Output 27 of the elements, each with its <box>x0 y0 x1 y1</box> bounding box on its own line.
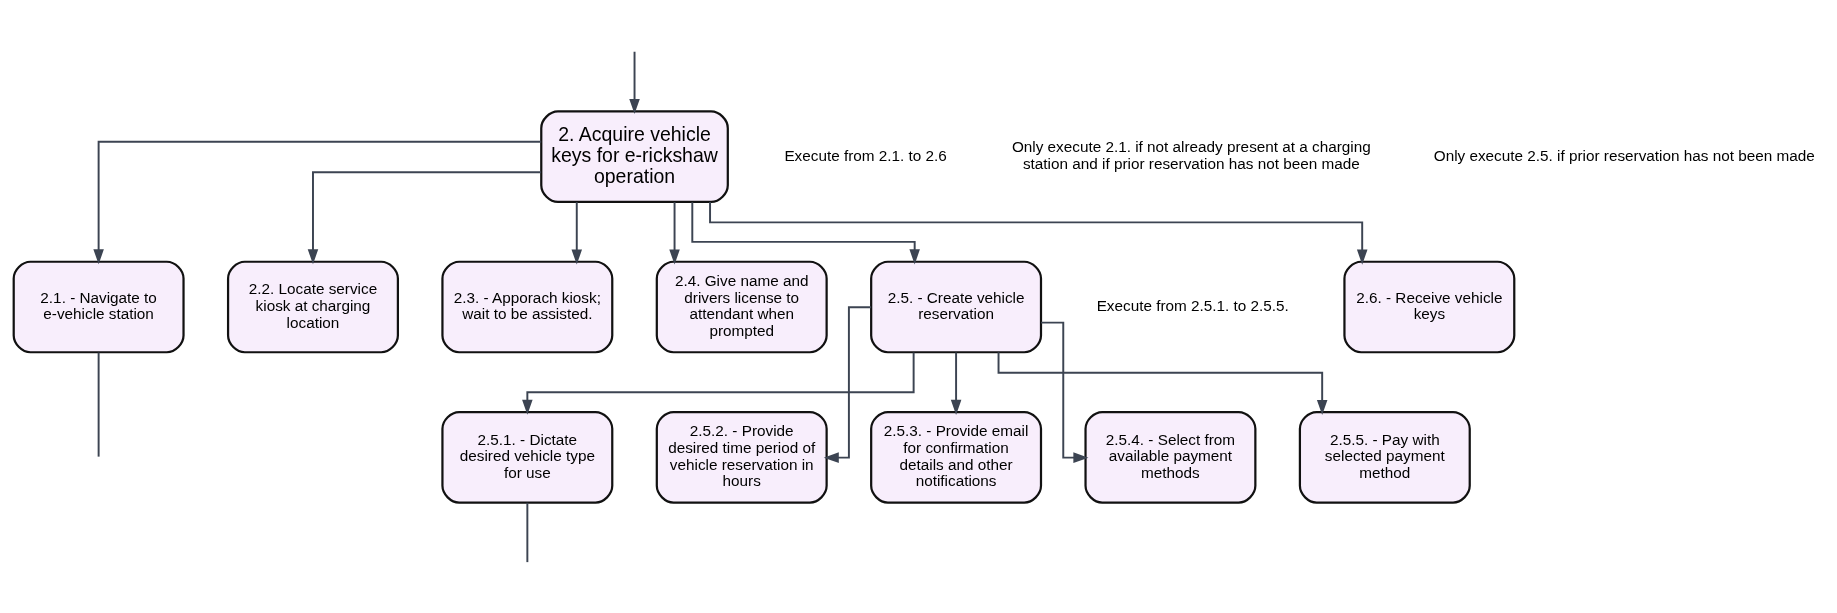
arrow <box>691 200 920 264</box>
arrow <box>522 351 915 415</box>
connector <box>526 501 529 563</box>
node-box: 2.5.3. - Provide email for confirmation details and other notifications <box>870 410 1043 504</box>
label: Execute from 2.5.1. to 2.5.5. <box>1096 296 1289 314</box>
arrow <box>950 351 962 415</box>
arrow <box>307 170 543 264</box>
label: Only execute 2.1. if not already present at a charging station and if prior reservation has not been made <box>1011 137 1371 172</box>
arrow <box>709 200 1368 265</box>
label: Only execute 2.5. if prior reservation has not been made <box>1433 146 1815 164</box>
node-box: 2.5.5. - Pay with selected payment method <box>1298 410 1471 504</box>
node-box: 2. Acquire vehicle keys for e-rickshaw operation <box>540 109 729 203</box>
node-box: 2.5. - Create vehicle reservation <box>870 260 1043 353</box>
node-box: 2.4. Give name and drivers license to attendant when prompted <box>655 260 828 353</box>
arrow <box>93 140 543 264</box>
node-box: 2.5.4. - Select from available payment methods <box>1084 410 1257 504</box>
node-box: 2.6. - Receive vehicle keys <box>1343 260 1516 353</box>
node-box: 2.2. Locate service kiosk at charging location <box>226 260 399 353</box>
label: Execute from 2.1. to 2.6 <box>784 146 947 164</box>
node-box: 2.1. - Navigate to e-vehicle station <box>12 260 185 353</box>
arrow <box>629 50 640 114</box>
connector <box>97 351 100 458</box>
arrow <box>571 200 583 265</box>
node-box: 2.5.2. - Provide desired time period of vehicle reservation in hours <box>655 410 828 504</box>
arrow <box>669 200 680 265</box>
node-box: 2.5.1. - Dictate desired vehicle type for use <box>441 410 614 504</box>
node-box: 2.3. - Apporach kiosk; wait to be assisted. <box>441 260 614 353</box>
